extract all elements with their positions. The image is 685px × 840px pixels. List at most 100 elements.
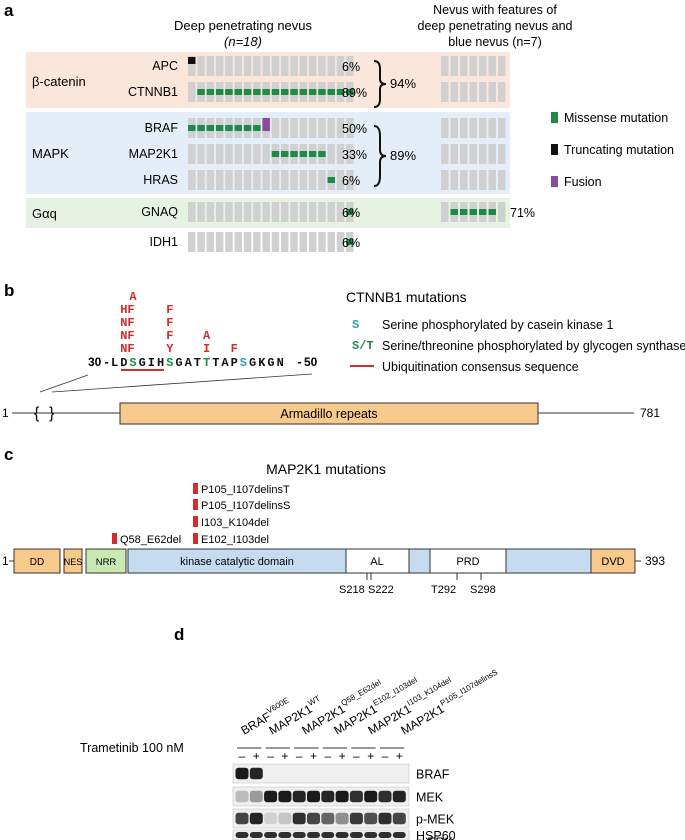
pct-braf: 50% xyxy=(342,122,367,136)
cell-gnaq-g1-1 xyxy=(197,202,205,222)
cell-gnaq-g1-16 xyxy=(336,202,345,222)
seq-residue: G xyxy=(267,356,274,370)
lane-mark-11: + xyxy=(396,749,403,763)
blot-label-mek: MEK xyxy=(416,791,444,805)
legend-label-1: Truncating mutation xyxy=(564,143,674,157)
cell-braf-g2-4 xyxy=(479,118,487,138)
cell-braf-g2-6 xyxy=(498,118,506,138)
missense-mark xyxy=(327,89,335,95)
lane-mark-1: + xyxy=(253,749,260,763)
panel-a: a Deep penetrating nevus (n=18) Nevus wi… xyxy=(4,1,674,252)
missense-mark xyxy=(308,151,317,157)
band-mek-9 xyxy=(364,790,378,803)
gene-label-ctnnb1: CTNNB1 xyxy=(128,85,178,99)
substitution-label: F xyxy=(166,303,173,317)
substitution-label: A xyxy=(203,329,211,343)
cell-braf-g1-16 xyxy=(336,118,345,138)
cell-hras-g1-9 xyxy=(271,170,280,190)
band-p-mek-11 xyxy=(392,812,406,825)
cell-map2k1-g1-2 xyxy=(206,144,215,164)
cell-map2k1-g2-0 xyxy=(441,144,449,164)
cell-braf-g1-11 xyxy=(290,118,298,138)
cell-apc-g2-1 xyxy=(450,56,458,76)
missense-mark xyxy=(299,89,308,95)
cell-braf-g1-10 xyxy=(281,118,289,138)
cell-apc-g2-4 xyxy=(479,56,487,76)
blot-strip-hsp60 xyxy=(232,829,410,840)
svg-text:{: { xyxy=(34,405,40,422)
lane-mark-4: – xyxy=(296,749,303,763)
seq-residue: A xyxy=(185,356,193,370)
legend-swatch-1 xyxy=(551,144,558,155)
cell-gnaq-g1-0 xyxy=(188,202,196,222)
domain-nrr xyxy=(85,548,127,574)
mutation-p105-delinsT: P105_I107delinsT xyxy=(201,484,290,496)
cell-hras-g1-8 xyxy=(262,170,270,190)
svg-text:kinase catalytic domain: kinase catalytic domain xyxy=(180,556,294,568)
cell-map2k1-g1-4 xyxy=(225,144,233,164)
cell-idh1-g1-0 xyxy=(188,232,196,252)
pct-gnaq: 6% xyxy=(342,206,360,220)
seq-residue: S xyxy=(129,356,136,370)
cell-apc-g1-17 xyxy=(346,56,354,76)
mapk-total-pct: 89% xyxy=(390,148,416,163)
band-mek-7 xyxy=(335,790,349,803)
seq-residue: K xyxy=(258,356,266,370)
domain-nes xyxy=(63,548,83,574)
cell-gnaq-g1-2 xyxy=(206,202,215,222)
cell-apc-g1-5 xyxy=(234,56,242,76)
cell-hras-g1-11 xyxy=(290,170,298,190)
band-hsp60-8 xyxy=(349,832,363,838)
band-hsp60-7 xyxy=(335,832,349,838)
blot-label-braf: BRAF xyxy=(416,768,450,782)
trametinib-label: Trametinib 100 nM xyxy=(80,741,184,755)
svg-text:PRD: PRD xyxy=(456,556,479,568)
cell-map2k1-g1-0 xyxy=(188,144,196,164)
cell-idh1-g1-8 xyxy=(262,232,270,252)
blot-strip-braf xyxy=(232,763,410,784)
lane-mark-7: + xyxy=(339,749,346,763)
cell-braf-g2-5 xyxy=(488,118,496,138)
group2-title-line2: deep penetrating nevus and xyxy=(418,19,573,33)
seq-residue: A xyxy=(221,356,229,370)
seq-residue: S xyxy=(240,356,247,370)
missense-mark xyxy=(197,89,205,95)
seq-residue: S xyxy=(166,356,173,370)
cell-ctnnb1-g1-0 xyxy=(188,82,196,102)
site-s222: S222 xyxy=(368,584,394,596)
pct-ctnnb1: 89% xyxy=(342,86,367,100)
cell-idh1-g1-10 xyxy=(281,232,289,252)
band-hsp60-11 xyxy=(392,832,406,838)
cell-gnaq-g1-10 xyxy=(281,202,289,222)
group1-n: (n=18) xyxy=(224,34,262,49)
cell-braf-g2-2 xyxy=(460,118,468,138)
lane-mark-2: – xyxy=(267,749,274,763)
legend-ubiquitination-text: Ubiquitination consensus sequence xyxy=(382,360,579,374)
pct-idh1: 6% xyxy=(342,236,360,250)
legend-swatch-2 xyxy=(551,176,558,187)
band-hsp60-6 xyxy=(321,832,335,838)
band-p-mek-2 xyxy=(264,812,278,825)
svg-text:NES: NES xyxy=(64,557,83,567)
site-s218: S218 xyxy=(339,584,365,596)
cell-apc-g1-16 xyxy=(336,56,345,76)
cell-apc-g1-15 xyxy=(327,56,335,76)
substitution-label: NF xyxy=(120,342,134,356)
missense-mark xyxy=(336,89,345,95)
missense-mark xyxy=(318,89,326,95)
seq-residue: H xyxy=(157,356,164,370)
seq-residue: N xyxy=(277,356,284,370)
domain-dd xyxy=(13,548,61,574)
substitution-label: NF xyxy=(120,316,134,330)
lane-mark-10: – xyxy=(382,749,389,763)
cell-map2k1-g1-3 xyxy=(215,144,224,164)
svg-text:-: - xyxy=(296,356,303,370)
cell-map2k1-g2-2 xyxy=(460,144,468,164)
gene-label-idh1: IDH1 xyxy=(150,235,179,249)
gene-label-apc: APC xyxy=(152,59,178,73)
band-mek-1 xyxy=(249,790,263,803)
cell-gnaq-g1-8 xyxy=(262,202,270,222)
cell-hras-g1-4 xyxy=(225,170,233,190)
svg-text:DD: DD xyxy=(30,557,44,568)
